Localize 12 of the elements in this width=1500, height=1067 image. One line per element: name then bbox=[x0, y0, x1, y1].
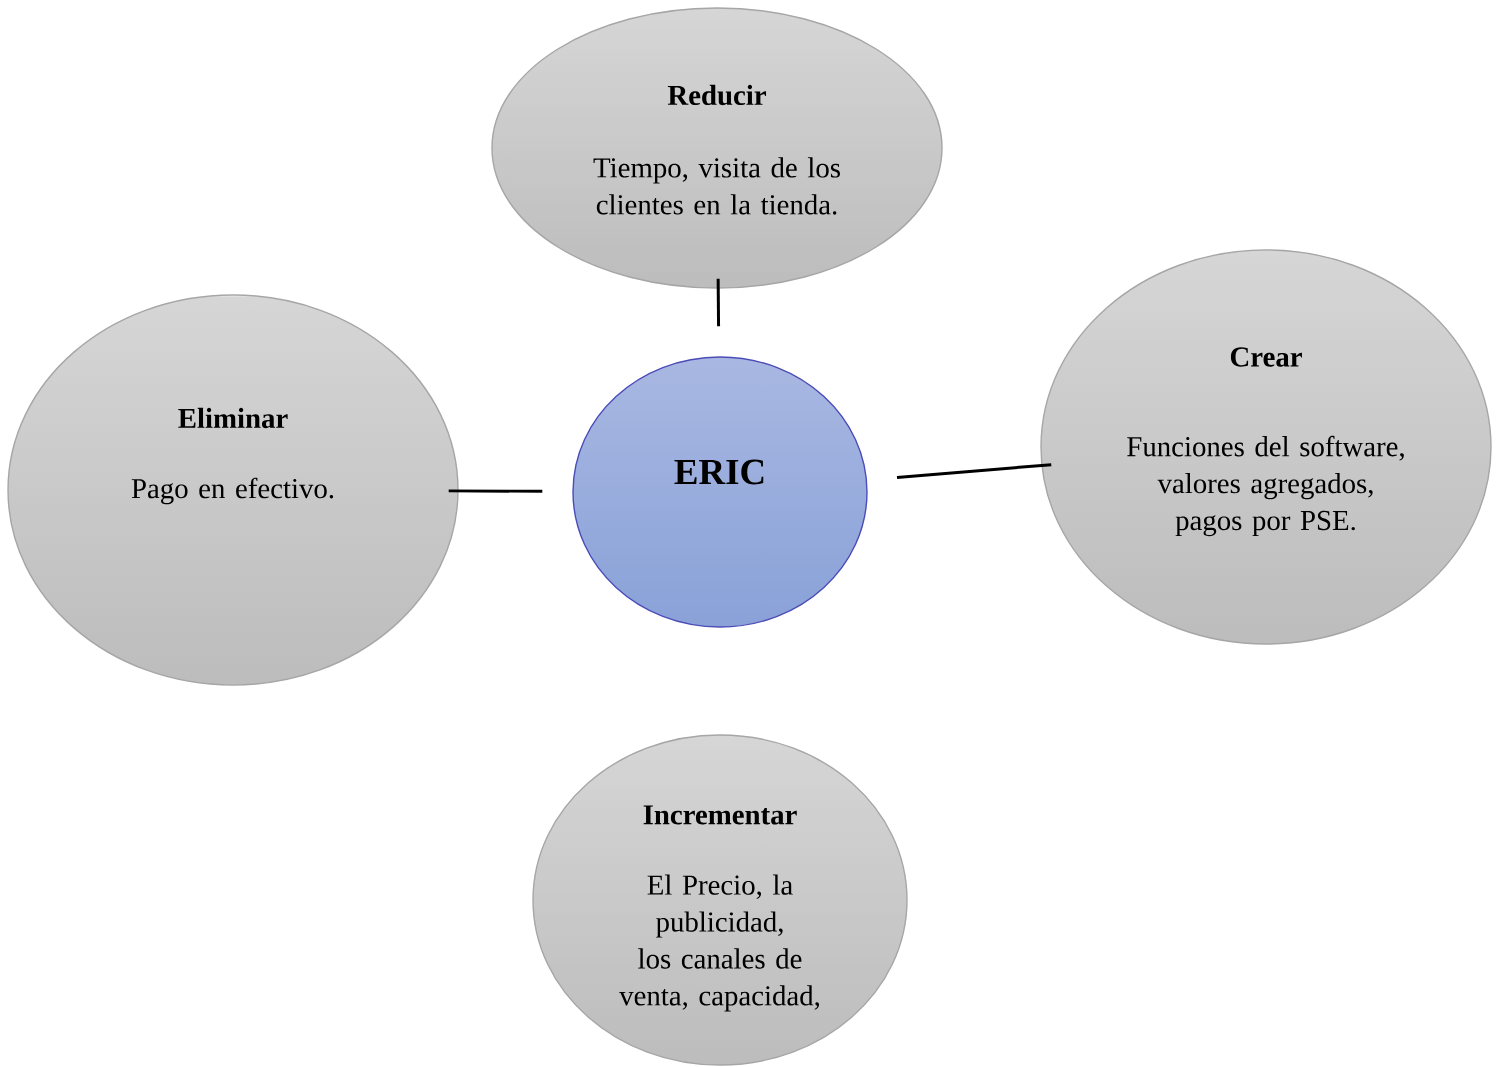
body-text: El Precio, la publicidad, los canales de venta, capacidad, bbox=[619, 874, 820, 1012]
connector-line bbox=[448, 489, 543, 493]
body-text: Tiempo, visita de los clientes en la tienda. bbox=[593, 157, 840, 215]
heading: Crear bbox=[1230, 347, 1302, 367]
connector-line bbox=[716, 278, 721, 327]
connector-line bbox=[896, 463, 1052, 479]
heading: Reducir bbox=[667, 84, 766, 106]
heading: Incrementar bbox=[643, 805, 797, 825]
heading: Eliminar bbox=[178, 407, 288, 429]
body-text: Funciones del software, valores agregados, pagos por PSE. bbox=[1127, 435, 1404, 537]
body-text: Pago en efectivo. bbox=[131, 477, 334, 505]
heading: ERIC bbox=[674, 459, 764, 485]
